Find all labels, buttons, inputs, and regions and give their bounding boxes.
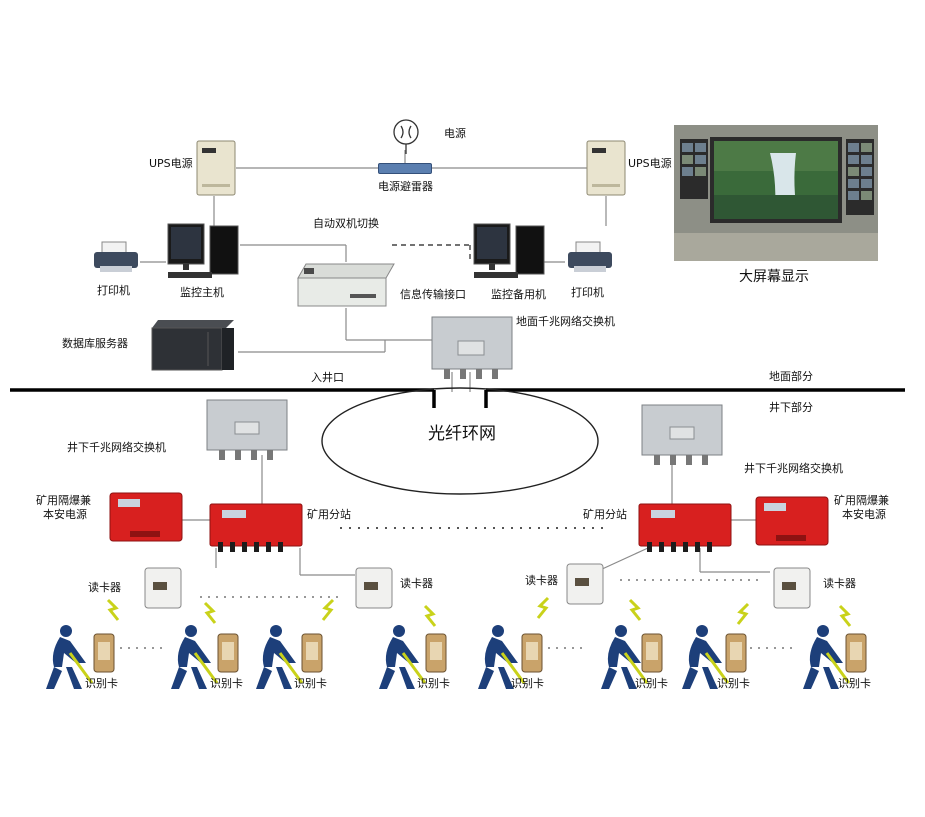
- card-6-label: 识别卡: [635, 677, 668, 690]
- ups-right-icon: [586, 140, 626, 196]
- database-server-icon: [151, 320, 234, 371]
- id-card-4-icon: [425, 633, 447, 673]
- printer-right-icon: [568, 241, 612, 272]
- substation-right-label: 矿用分站: [583, 508, 627, 521]
- card-5-label: 识别卡: [511, 677, 544, 690]
- card-3-label: 识别卡: [294, 677, 327, 690]
- worker-8-icon: [803, 625, 851, 689]
- info-interface-label: 信息传输接口: [400, 288, 466, 301]
- power-label: 电源: [444, 127, 466, 140]
- power-supply-right-icon: [755, 496, 829, 546]
- card-4-label: 识别卡: [417, 677, 450, 690]
- ground-switch-label: 地面千兆网络交换机: [516, 315, 615, 328]
- db-server-label: 数据库服务器: [62, 337, 128, 350]
- big-screen-image: [674, 125, 878, 261]
- switch-left-label: 井下千兆网络交换机: [67, 441, 166, 454]
- backup-host-icon: [473, 223, 545, 278]
- power-source-icon: [393, 119, 419, 154]
- id-card-2-icon: [217, 633, 239, 673]
- substation-left-label: 矿用分站: [307, 508, 351, 521]
- ground-part-label: 地面部分: [769, 370, 813, 383]
- id-card-6-icon: [641, 633, 663, 673]
- underground-switch-right-icon: [641, 404, 723, 465]
- card-reader-2-icon: [355, 567, 393, 609]
- underground-part-label: 井下部分: [769, 401, 813, 414]
- id-card-3-icon: [301, 633, 323, 673]
- id-card-5-icon: [521, 633, 543, 673]
- id-card-1-icon: [93, 633, 115, 673]
- card-7-label: 识别卡: [717, 677, 750, 690]
- card-reader-1-icon: [144, 567, 182, 609]
- ups-right-label: UPS电源: [628, 157, 672, 170]
- monitor-host-label: 监控主机: [180, 286, 224, 299]
- card-8-label: 识别卡: [838, 677, 871, 690]
- underground-switch-left-icon: [206, 399, 288, 460]
- fiber-ring-label: 光纤环网: [428, 424, 496, 444]
- printer-right-label: 打印机: [571, 286, 604, 299]
- reader-2-label: 读卡器: [400, 577, 433, 590]
- shaft-entrance-label: 入井口: [311, 371, 344, 384]
- power-left-label-1: 矿用隔爆兼: [36, 494, 91, 507]
- reader-4-label: 读卡器: [823, 577, 856, 590]
- ground-switch-icon: [431, 316, 513, 379]
- id-card-8-icon: [845, 633, 867, 673]
- worker-5-icon: [478, 625, 526, 689]
- switch-right-label: 井下千兆网络交换机: [744, 462, 843, 475]
- ups-left-label: UPS电源: [149, 157, 193, 170]
- power-right-label-2: 本安电源: [842, 508, 886, 521]
- switch-box-icon: [297, 263, 395, 307]
- ups-left-icon: [196, 140, 236, 196]
- worker-1-icon: [46, 625, 94, 689]
- worker-7-icon: [682, 625, 730, 689]
- power-left-label-2: 本安电源: [43, 508, 87, 521]
- card-2-label: 识别卡: [210, 677, 243, 690]
- reader-1-label: 读卡器: [88, 581, 121, 594]
- lightning-arrester-device: [378, 163, 432, 174]
- lightning-arrester-label: 电源避雷器: [378, 180, 433, 193]
- worker-6-icon: [601, 625, 649, 689]
- substation-right-icon: [638, 503, 732, 552]
- printer-left-icon: [94, 241, 138, 272]
- card-reader-4-icon: [773, 567, 811, 609]
- worker-4-icon: [379, 625, 427, 689]
- monitor-host-icon: [167, 223, 239, 278]
- reader-3-label: 读卡器: [525, 574, 558, 587]
- worker-2-icon: [171, 625, 219, 689]
- auto-switch-label: 自动双机切换: [313, 217, 379, 230]
- power-supply-left-icon: [109, 492, 183, 542]
- power-right-label-1: 矿用隔爆兼: [834, 494, 889, 507]
- printer-left-label: 打印机: [97, 284, 130, 297]
- worker-3-icon: [256, 625, 304, 689]
- backup-host-label: 监控备用机: [491, 288, 546, 301]
- substation-left-icon: [209, 503, 303, 552]
- id-card-7-icon: [725, 633, 747, 673]
- big-screen-label: 大屏幕显示: [739, 269, 809, 285]
- card-1-label: 识别卡: [85, 677, 118, 690]
- card-reader-3-icon: [566, 563, 604, 605]
